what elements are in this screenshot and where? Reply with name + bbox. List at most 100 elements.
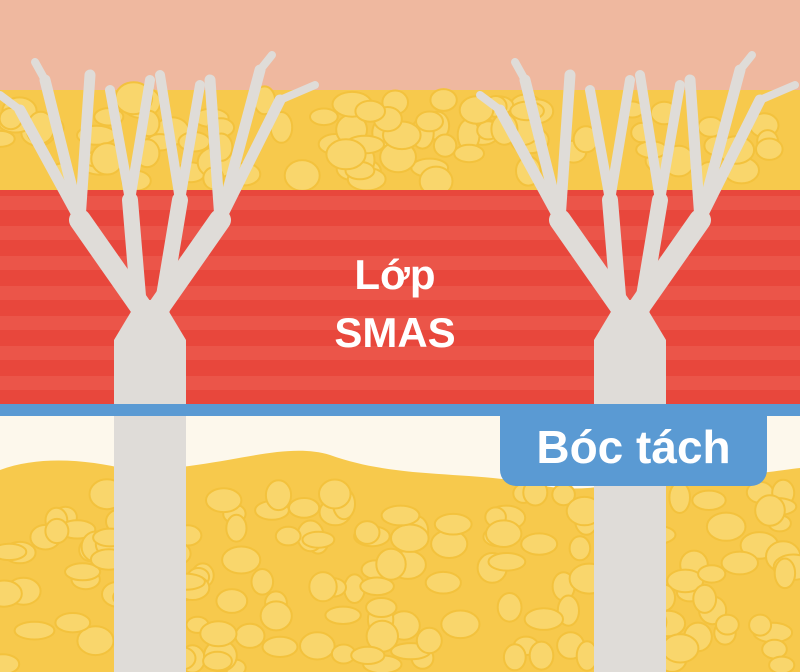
- ligament-branch: [39, 74, 86, 226]
- ligament-branch: [125, 75, 155, 205]
- ligament-branch: [214, 64, 266, 226]
- fat-cell: [487, 552, 527, 572]
- fat-cell: [748, 613, 773, 637]
- fat-cell: [350, 645, 386, 666]
- fat-cell: [264, 479, 293, 512]
- fat-cell: [299, 631, 336, 661]
- fat-cell: [424, 570, 462, 595]
- ligament-branch: [756, 81, 799, 104]
- smas-label-line1: Lớp: [354, 251, 436, 298]
- fat-cell: [433, 512, 473, 536]
- ligament-branch: [511, 58, 529, 84]
- ligament-branch: [0, 91, 24, 114]
- fat-cell: [661, 633, 700, 664]
- fat-cell: [0, 579, 23, 608]
- ligament-branch: [602, 192, 628, 328]
- fat-cell: [380, 504, 421, 527]
- fat-cell: [520, 532, 559, 556]
- fat-cell: [13, 620, 56, 641]
- ligament-branch: [554, 69, 576, 226]
- fat-cell: [691, 489, 727, 511]
- ligament-branch: [605, 75, 635, 205]
- fat-cell: [697, 564, 727, 584]
- fat-cell: [375, 547, 407, 581]
- ligament-branch: [585, 85, 615, 205]
- fat-cell: [259, 600, 293, 632]
- ligament-branch: [74, 69, 96, 226]
- fat-cell: [453, 143, 486, 164]
- muscle-fiber-band: [0, 316, 800, 330]
- ligament-branch: [276, 81, 319, 104]
- fat-cell: [353, 520, 381, 545]
- fat-cell: [225, 513, 248, 543]
- fibrous-septa: [0, 51, 799, 672]
- ligament-branch: [635, 70, 665, 205]
- smas-label-line2: SMAS: [334, 309, 456, 356]
- fat-cell: [287, 497, 321, 519]
- ligament-trunk: [594, 340, 666, 672]
- fat-cell: [502, 643, 527, 672]
- fat-cell: [523, 607, 564, 631]
- ligament-branch: [694, 64, 746, 226]
- ligament-branch: [31, 58, 49, 84]
- fat-cell: [309, 107, 339, 127]
- ligament-branch: [204, 74, 226, 226]
- fat-cell: [318, 478, 352, 510]
- fat-cell: [301, 530, 336, 549]
- fat-cell: [215, 588, 249, 614]
- fat-cell: [54, 612, 92, 634]
- fat-cell: [668, 481, 692, 514]
- skin-layer: [0, 0, 800, 90]
- fat-cell: [221, 545, 262, 575]
- fat-cell: [261, 635, 299, 659]
- fat-cell: [325, 138, 367, 171]
- fat-cell: [773, 557, 797, 590]
- ligament-branch: [256, 51, 276, 74]
- fat-cell: [234, 622, 266, 649]
- fat-cell: [390, 523, 430, 553]
- fat-cell: [202, 650, 233, 672]
- fat-cell: [64, 562, 102, 582]
- fat-cell: [283, 159, 321, 192]
- fat-cell: [755, 137, 784, 161]
- ligament-branch: [684, 74, 706, 226]
- fat-cell: [0, 129, 16, 148]
- fat-cell: [205, 487, 243, 514]
- fat-cell: [250, 568, 275, 596]
- fat-cell: [359, 576, 395, 597]
- fat-cell: [308, 571, 338, 603]
- ligament-branch: [175, 80, 205, 205]
- fat-cell: [199, 620, 238, 648]
- fat-cell: [496, 592, 523, 623]
- ligament-branch: [155, 70, 185, 205]
- ligament-branch: [736, 51, 756, 74]
- fat-cell: [692, 583, 718, 614]
- fat-cell: [354, 99, 387, 123]
- ligament-branch: [519, 74, 566, 226]
- ligament-trunk: [114, 340, 186, 672]
- smas-layer-label: Lớp SMAS: [230, 246, 560, 362]
- fat-cell: [274, 525, 302, 547]
- ligament-branch: [476, 91, 504, 114]
- fat-cell: [415, 626, 443, 655]
- fat-cell: [720, 550, 759, 576]
- fat-cell: [485, 519, 523, 549]
- fat-cell: [415, 110, 444, 133]
- fat-cell: [76, 625, 115, 657]
- fat-cell: [0, 653, 21, 672]
- fat-cell: [324, 605, 362, 625]
- fat-cell: [705, 511, 747, 542]
- ligament-branch: [152, 192, 188, 328]
- fat-cell: [768, 655, 796, 672]
- fat-cell: [0, 542, 28, 562]
- ligament-branch: [105, 85, 135, 205]
- fat-cell: [429, 88, 458, 112]
- fat-cell: [440, 609, 481, 640]
- fat-cell: [528, 640, 555, 671]
- fat-cell: [715, 613, 740, 636]
- muscle-fiber-band: [0, 196, 800, 210]
- ligament-branch: [122, 192, 148, 328]
- dissection-badge: Bóc tách: [500, 412, 767, 486]
